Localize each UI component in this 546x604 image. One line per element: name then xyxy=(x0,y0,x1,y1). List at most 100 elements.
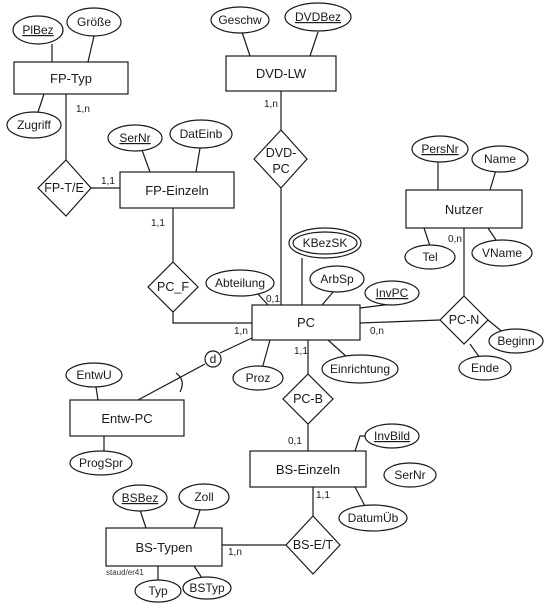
attribute-bsbez: BSBez xyxy=(112,484,168,512)
attribute-geschw: Geschw xyxy=(210,6,270,34)
entity-entw-pc: Entw-PC xyxy=(69,399,185,437)
attribute-label: PersNr xyxy=(421,142,458,156)
attribute-typ: Typ xyxy=(134,579,182,603)
entity-bs-typen: BS-Typen xyxy=(105,527,223,567)
attribute-proz: Proz xyxy=(232,365,284,391)
attribute-invbild: InvBild xyxy=(364,423,420,449)
attribute-name: Name xyxy=(471,145,529,173)
attribute-groesse: Größe xyxy=(66,7,122,37)
relationship-label: PC-B xyxy=(293,392,323,406)
attribute-invpc: InvPC xyxy=(364,280,420,306)
attribute-label: EntwU xyxy=(76,368,111,382)
entity-label: FP-Einzeln xyxy=(145,183,209,198)
cardinality-label: 1,1 xyxy=(151,218,165,229)
attribute-label: ProgSpr xyxy=(79,456,123,470)
relationship-label: PC_F xyxy=(157,280,189,294)
relationship-label-line1: DVD- xyxy=(266,146,297,160)
specialization-disjoint-marker: d xyxy=(204,350,222,368)
attribute-label: Geschw xyxy=(218,13,262,27)
cardinality-labels: 1,n 1,1 1,n 1,1 0,1 1,n 0,n 0,n 1,1 0,1 … xyxy=(76,99,462,558)
relationship-label: BS-E/T xyxy=(293,538,334,552)
relationship-dvd-pc: DVD- PC xyxy=(253,129,308,189)
cardinality-label: 1,1 xyxy=(101,176,115,187)
entity-fp-typ: FP-Typ xyxy=(13,61,129,95)
attribute-label: SerNr xyxy=(394,468,425,482)
attribute-label: Ende xyxy=(471,361,499,375)
cardinality-label: 0,1 xyxy=(288,436,302,447)
relationship-pc-b: PC-B xyxy=(282,373,334,425)
specialization-label: d xyxy=(210,352,217,366)
entity-nutzer: Nutzer xyxy=(405,189,523,229)
relationship-label: PC-N xyxy=(449,313,480,327)
connection-lines xyxy=(37,31,506,582)
cardinality-label: 1,1 xyxy=(316,490,330,501)
attribute-label: DatEinb xyxy=(180,127,223,141)
entity-label: Nutzer xyxy=(445,202,484,217)
entity-bs-einzeln: BS-Einzeln xyxy=(249,450,367,488)
attribute-datumueb: DatumÜb xyxy=(338,504,408,532)
entity-label: BS-Typen xyxy=(135,540,192,555)
attribute-ende: Ende xyxy=(458,355,512,381)
attribute-beginn: Beginn xyxy=(488,328,544,354)
entity-label: BS-Einzeln xyxy=(276,462,340,477)
cardinality-label: 0,1 xyxy=(266,294,280,305)
attribute-label: SerNr xyxy=(119,131,150,145)
attribute-kbezsk: KBezSK xyxy=(288,227,362,259)
attribute-label: Tel xyxy=(422,250,437,264)
attribute-label: VName xyxy=(482,246,522,260)
attribute-sernr-bs: SerNr xyxy=(383,462,437,488)
attribute-label: Zugriff xyxy=(17,118,51,132)
relationship-bs-et: BS-E/T xyxy=(285,515,341,575)
attribute-label: DatumÜb xyxy=(348,511,399,525)
attribute-label: Typ xyxy=(148,584,168,598)
attribute-label: BSBez xyxy=(122,491,159,505)
attribute-einrichtung: Einrichtung xyxy=(321,354,399,384)
relationship-pc-f: PC_F xyxy=(147,261,199,313)
relationship-label-line2: PC xyxy=(272,162,289,176)
attribute-label: Größe xyxy=(77,15,111,29)
attribute-tel: Tel xyxy=(404,244,456,270)
relationship-pc-n: PC-N xyxy=(439,295,489,345)
cardinality-label: 1,n xyxy=(76,104,90,115)
attribute-label: Proz xyxy=(246,371,271,385)
attribute-label: InvBild xyxy=(374,429,410,443)
entity-label: FP-Typ xyxy=(50,71,92,86)
entity-label: DVD-LW xyxy=(256,66,307,81)
entity-label: PC xyxy=(297,315,315,330)
cardinality-label: 1,n xyxy=(234,326,248,337)
attribute-label: ArbSp xyxy=(320,272,354,286)
attribute-label: DVDBez xyxy=(295,10,341,24)
cardinality-label: 1,n xyxy=(228,547,242,558)
cardinality-label: 1,n xyxy=(264,99,278,110)
attribute-progspr: ProgSpr xyxy=(69,450,133,476)
attribute-dvdbez: DVDBez xyxy=(284,2,352,32)
attribute-bstyp: BSTyp xyxy=(182,576,232,600)
entity-dvd-lw: DVD-LW xyxy=(225,55,337,92)
entity-pc: PC xyxy=(251,304,361,341)
cardinality-label: 0,n xyxy=(370,326,384,337)
attribute-zoll: Zoll xyxy=(178,483,230,511)
attribute-label: Abteilung xyxy=(215,276,265,290)
cardinality-label: 1,1 xyxy=(294,346,308,357)
attribute-vname: VName xyxy=(471,239,533,267)
relationship-fp-te: FP-T/E xyxy=(37,159,92,217)
attribute-label: Einrichtung xyxy=(330,362,390,376)
attribute-label: InvPC xyxy=(376,286,409,300)
attribute-dateinb: DatEinb xyxy=(169,119,233,149)
attribute-abteilung: Abteilung xyxy=(205,269,275,297)
entity-fp-einzeln: FP-Einzeln xyxy=(119,171,235,209)
entity-label: Entw-PC xyxy=(101,411,152,426)
author-credit: staud/er41 xyxy=(106,568,144,577)
attribute-label: Zoll xyxy=(194,490,213,504)
attribute-label: BSTyp xyxy=(189,581,225,595)
attribute-entwu: EntwU xyxy=(65,362,123,388)
attribute-label: PlBez xyxy=(22,23,53,37)
attribute-zugriff: Zugriff xyxy=(6,111,62,139)
attribute-persnr: PersNr xyxy=(411,135,469,163)
cardinality-label: 0,n xyxy=(448,234,462,245)
attribute-sernr-fp: SerNr xyxy=(107,124,163,152)
attribute-label: Beginn xyxy=(497,334,534,348)
attribute-arbsp: ArbSp xyxy=(309,265,365,293)
attribute-label: KBezSK xyxy=(303,236,348,250)
